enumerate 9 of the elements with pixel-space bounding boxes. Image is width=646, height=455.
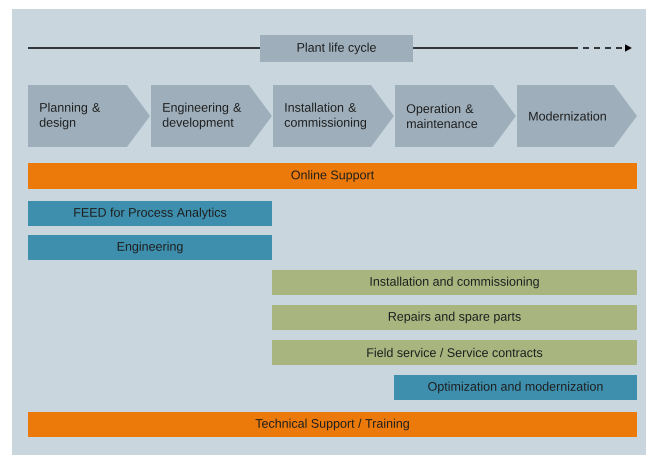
service-bar: Repairs and spare parts [272, 305, 637, 330]
service-bar: Online Support [28, 163, 637, 189]
service-bar: Technical Support / Training [28, 412, 637, 437]
title-box: Plant life cycle [260, 35, 413, 62]
service-bar: Field service / Service contracts [272, 340, 637, 365]
service-bar: Engineering [28, 234, 272, 260]
service-bar: FEED for Process Analytics [28, 201, 272, 226]
service-bar: Installation and commissioning [272, 270, 637, 295]
service-bar: Optimization and modernization [394, 374, 637, 400]
